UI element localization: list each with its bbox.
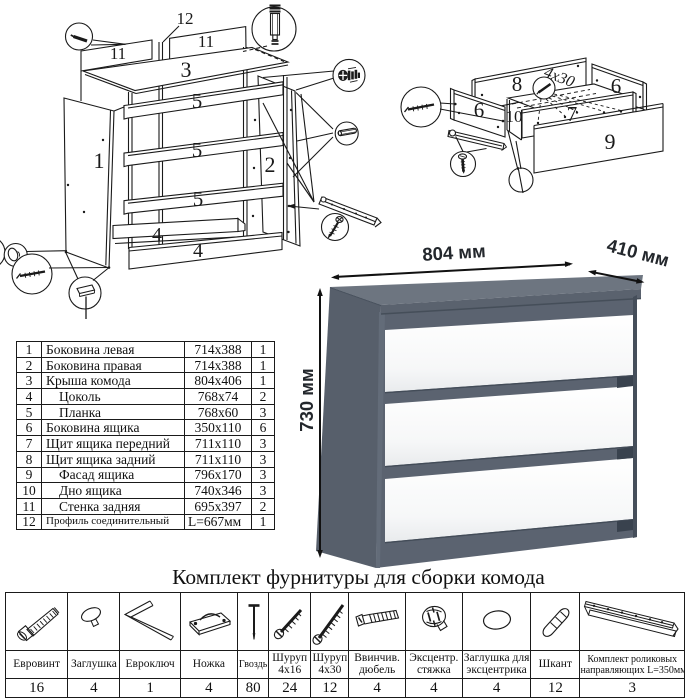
svg-text:3: 3: [181, 57, 192, 82]
svg-text:5: 5: [193, 187, 204, 211]
svg-text:12: 12: [177, 9, 194, 28]
svg-text:11: 11: [198, 32, 214, 51]
svg-text:6: 6: [474, 98, 485, 122]
svg-text:4: 4: [152, 224, 162, 246]
svg-text:730 мм: 730 мм: [296, 368, 317, 431]
svg-text:6: 6: [611, 74, 622, 98]
svg-text:9: 9: [605, 129, 616, 154]
svg-text:10: 10: [506, 107, 523, 126]
svg-text:5: 5: [192, 89, 203, 113]
svg-text:11: 11: [110, 44, 126, 63]
svg-text:4: 4: [193, 240, 203, 262]
svg-text:7: 7: [567, 102, 578, 126]
svg-text:5: 5: [192, 138, 203, 162]
svg-text:1: 1: [94, 148, 105, 173]
svg-text:804 мм: 804 мм: [422, 240, 487, 265]
svg-text:2: 2: [265, 152, 276, 177]
svg-text:410 мм: 410 мм: [605, 234, 672, 270]
svg-text:8: 8: [512, 72, 523, 96]
